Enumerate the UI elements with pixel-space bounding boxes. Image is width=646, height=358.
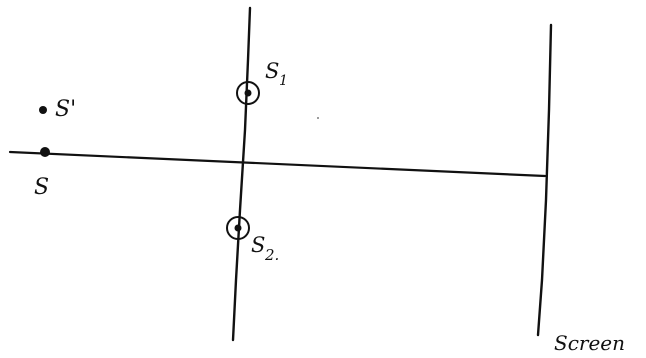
axis-line — [8, 150, 547, 178]
source-point — [40, 147, 50, 157]
slit-two-ring — [226, 216, 250, 240]
slit-two-subscript: 2. — [264, 246, 279, 264]
slit-barrier-line — [231, 6, 252, 342]
slit-one-label: S — [265, 59, 279, 83]
slit-two-dot — [234, 224, 242, 232]
slit-one-dot — [244, 89, 252, 97]
slit-one-ring — [236, 81, 260, 105]
source-label: S — [34, 175, 49, 200]
slit-one-subscript: 1 — [279, 73, 288, 89]
image-source-label: S' — [55, 97, 76, 122]
screen-label: Screen — [554, 331, 625, 355]
screen-line — [536, 23, 553, 337]
slit-two-label: S — [251, 233, 265, 257]
speck-mark — [317, 117, 319, 119]
image-source-point — [39, 106, 47, 114]
